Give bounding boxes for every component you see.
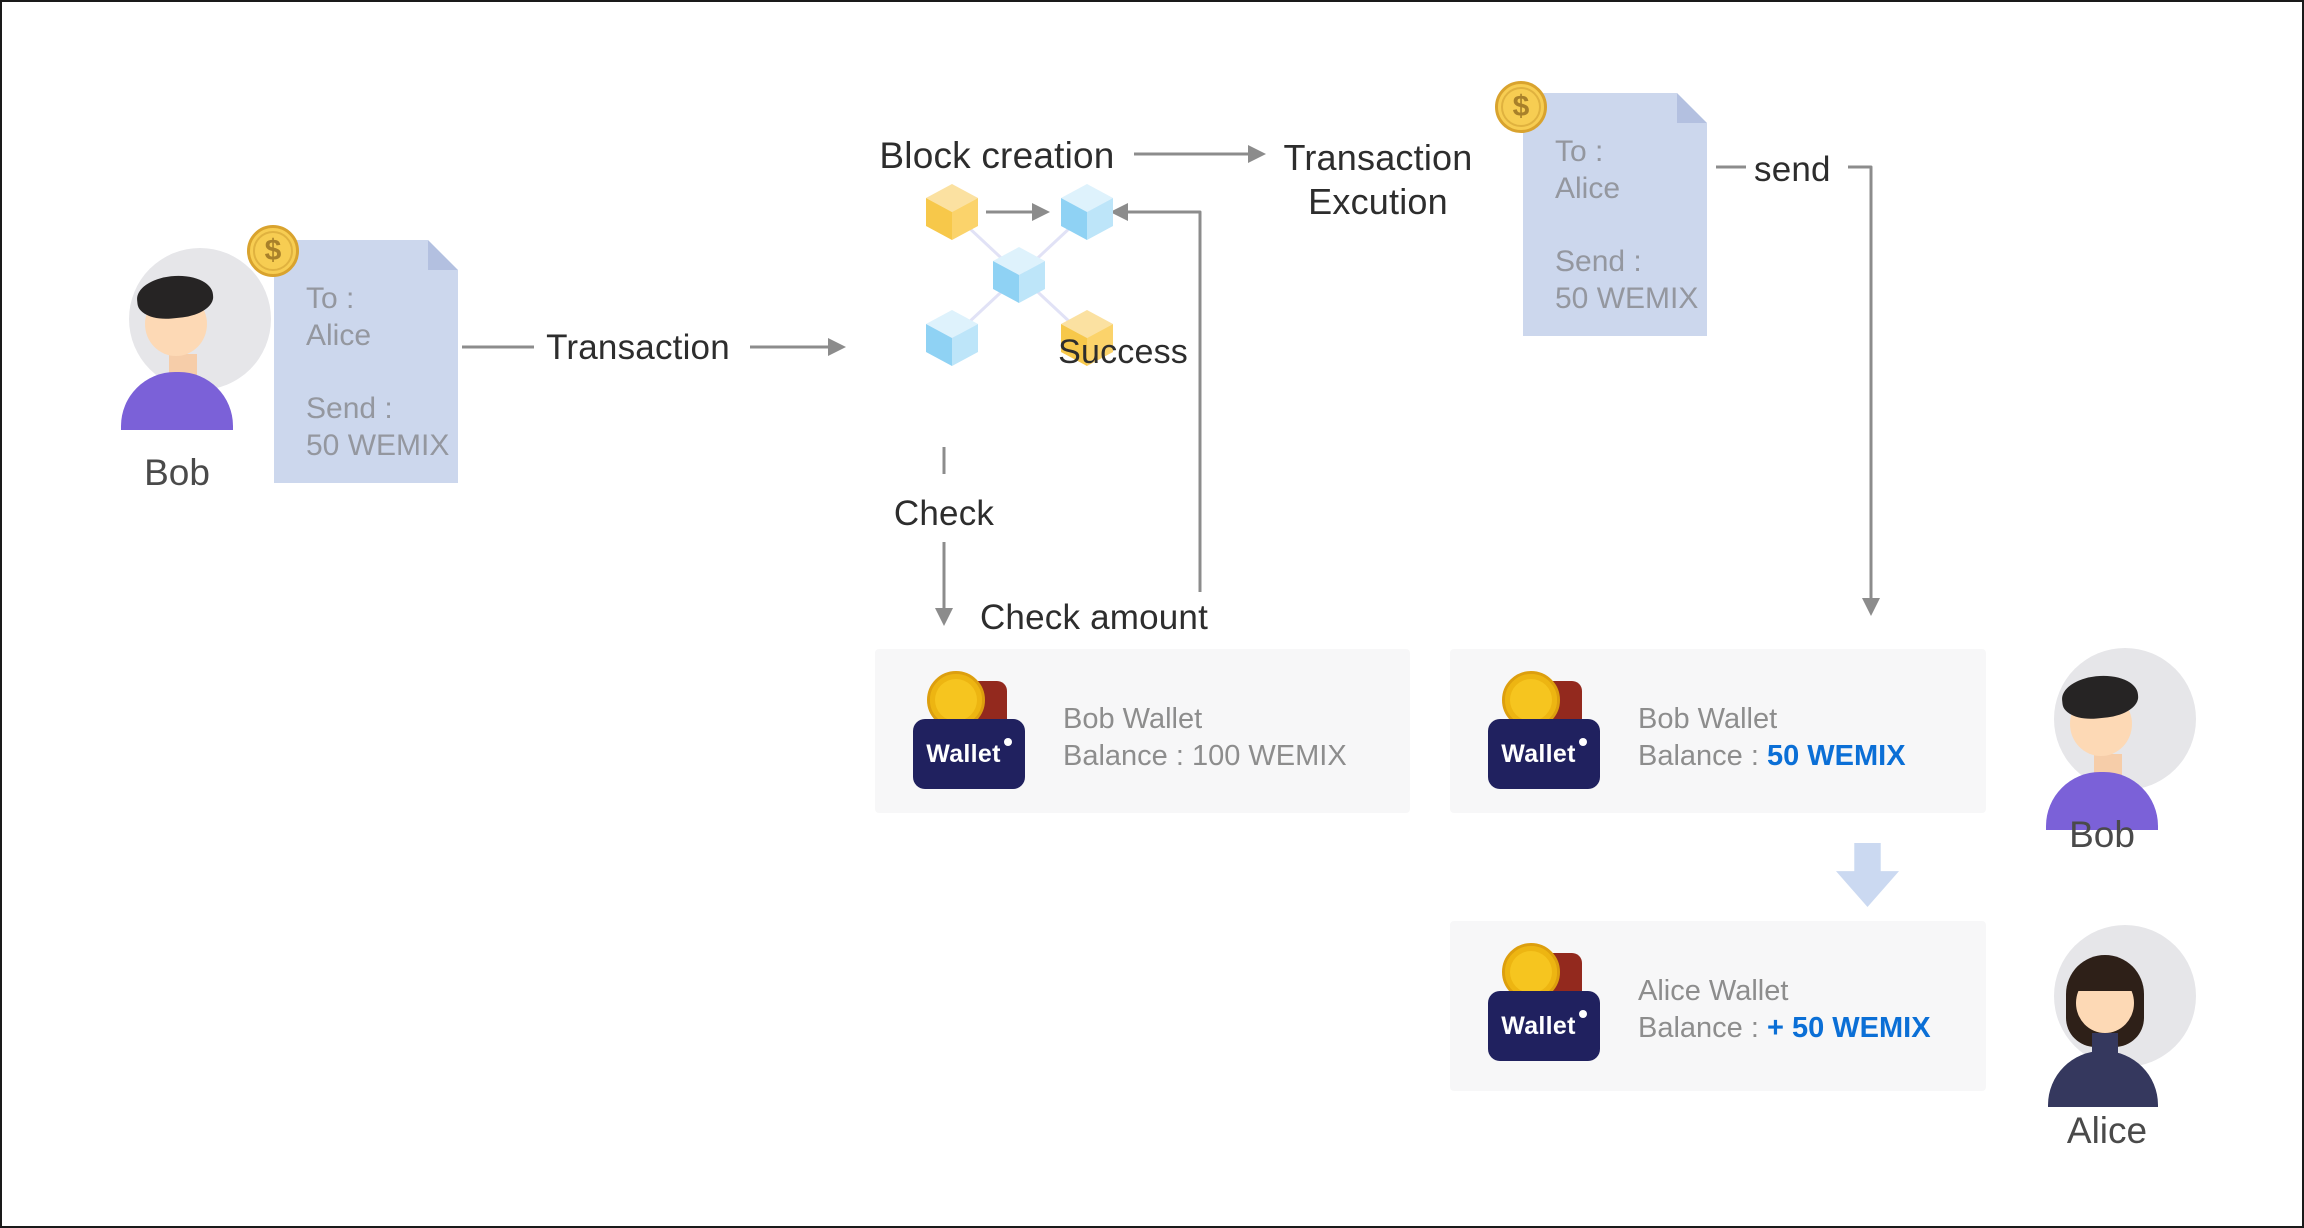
- connector-arrowheads: [828, 145, 1880, 626]
- wallet-text: Bob Wallet Balance : 100 WEMIX: [1063, 701, 1347, 775]
- note-to-value: Alice: [1555, 172, 1621, 205]
- note-to-label: To :: [306, 282, 355, 315]
- wallet-icon-label: Wallet: [1501, 739, 1576, 768]
- note-gap: [306, 354, 458, 390]
- wallet-text: Bob Wallet Balance : 50 WEMIX: [1638, 701, 1906, 775]
- check-label: Check: [893, 494, 995, 533]
- block-network: [926, 184, 1113, 366]
- success-label: Success: [1058, 333, 1188, 371]
- transaction-label: Transaction: [546, 328, 730, 367]
- wallet-icon-body: Wallet: [913, 719, 1025, 789]
- wallet-card-bob-after: Wallet Bob Wallet Balance : 50 WEMIX: [1450, 649, 1986, 813]
- avatar-alice: [2032, 919, 2197, 1119]
- wallet-icon-label: Wallet: [926, 739, 1001, 768]
- wallet-name: Alice Wallet: [1638, 975, 1789, 1007]
- send-path: [1848, 165, 1873, 600]
- note-to-value: Alice: [306, 319, 372, 352]
- balance-label: Balance :: [1638, 740, 1759, 772]
- success-arrowhead: [1110, 203, 1128, 221]
- block-creation-label: Block creation: [879, 135, 1115, 176]
- bob-right-label: Bob: [2069, 814, 2135, 855]
- wallet-icon: Wallet: [1488, 943, 1600, 1061]
- cube-blue-center: [993, 247, 1045, 303]
- wallet-icon-label: Wallet: [1501, 1011, 1576, 1040]
- dollar-symbol: $: [264, 234, 282, 267]
- wallet-balance: Balance : 100 WEMIX: [1063, 738, 1347, 775]
- send-label: send: [1754, 150, 1831, 189]
- balance-value: 100 WEMIX: [1191, 740, 1347, 772]
- cube-blue-top-right: [1061, 184, 1113, 240]
- note-send-label: Send :: [306, 392, 393, 425]
- transaction-execution-line1: Transaction: [1283, 137, 1473, 178]
- wallet-icon: Wallet: [913, 671, 1025, 789]
- dollar-coin-icon: $: [247, 225, 299, 277]
- transaction-execution-label: Transaction Excution: [1268, 136, 1488, 224]
- note-to-label: To :: [1555, 135, 1604, 168]
- wallet-icon-body: Wallet: [1488, 719, 1600, 789]
- wallet-text: Alice Wallet Balance : + 50 WEMIX: [1638, 973, 1931, 1047]
- dollar-coin-icon: $: [1495, 81, 1547, 133]
- wallet-card-bob-before: Wallet Bob Wallet Balance : 100 WEMIX: [875, 649, 1410, 813]
- tx-note-right: To : Alice Send : 50 WEMIX: [1523, 93, 1707, 336]
- wallet-balance: Balance : 50 WEMIX: [1638, 738, 1906, 775]
- balance-value: + 50 WEMIX: [1766, 1012, 1931, 1044]
- note-gap: [1555, 207, 1707, 243]
- balance-label: Balance :: [1638, 1012, 1759, 1044]
- avatar-hair-front: [2072, 963, 2138, 991]
- wallet-card-alice-after: Wallet Alice Wallet Balance : + 50 WEMIX: [1450, 921, 1986, 1091]
- wallet-name: Bob Wallet: [1638, 703, 1778, 735]
- dollar-symbol: $: [1512, 90, 1530, 123]
- wallet-icon: Wallet: [1488, 671, 1600, 789]
- alice-label: Alice: [2066, 1110, 2148, 1151]
- bob-left-label: Bob: [144, 452, 210, 493]
- cube-yellow-top-left: [926, 184, 978, 240]
- wallet-name: Bob Wallet: [1063, 703, 1203, 735]
- tx-note-left: To : Alice Send : 50 WEMIX: [274, 240, 458, 483]
- wallet-icon-dot: [1578, 738, 1587, 746]
- note-send-value: 50 WEMIX: [306, 429, 450, 462]
- avatar-bob-left: [107, 242, 272, 442]
- avatar-neck: [2092, 1033, 2118, 1055]
- transaction-arrowhead: [828, 338, 846, 356]
- avatar-bob-right: [2032, 642, 2197, 842]
- balance-value: 50 WEMIX: [1766, 740, 1906, 772]
- balance-label: Balance :: [1063, 740, 1184, 772]
- block-link-arrowhead: [1032, 203, 1050, 221]
- note-send-label: Send :: [1555, 245, 1642, 278]
- wallet-icon-dot: [1003, 738, 1012, 746]
- transaction-execution-line2: Excution: [1308, 181, 1448, 222]
- wallet-balance: Balance : + 50 WEMIX: [1638, 1010, 1931, 1047]
- send-arrowhead: [1862, 598, 1880, 616]
- check-amount-label: Check amount: [979, 598, 1209, 637]
- success-return-path: [1126, 210, 1202, 592]
- connector-lines: [462, 152, 1873, 610]
- wallet-icon-body: Wallet: [1488, 991, 1600, 1061]
- note-send-value: 50 WEMIX: [1555, 282, 1699, 315]
- cube-yellow-bottom-right: [1061, 310, 1113, 366]
- wallet-icon-dot: [1578, 1010, 1587, 1018]
- block-to-execution-arrowhead: [1248, 145, 1266, 163]
- cube-blue-bottom-left: [926, 310, 978, 366]
- check-arrowhead: [935, 608, 953, 626]
